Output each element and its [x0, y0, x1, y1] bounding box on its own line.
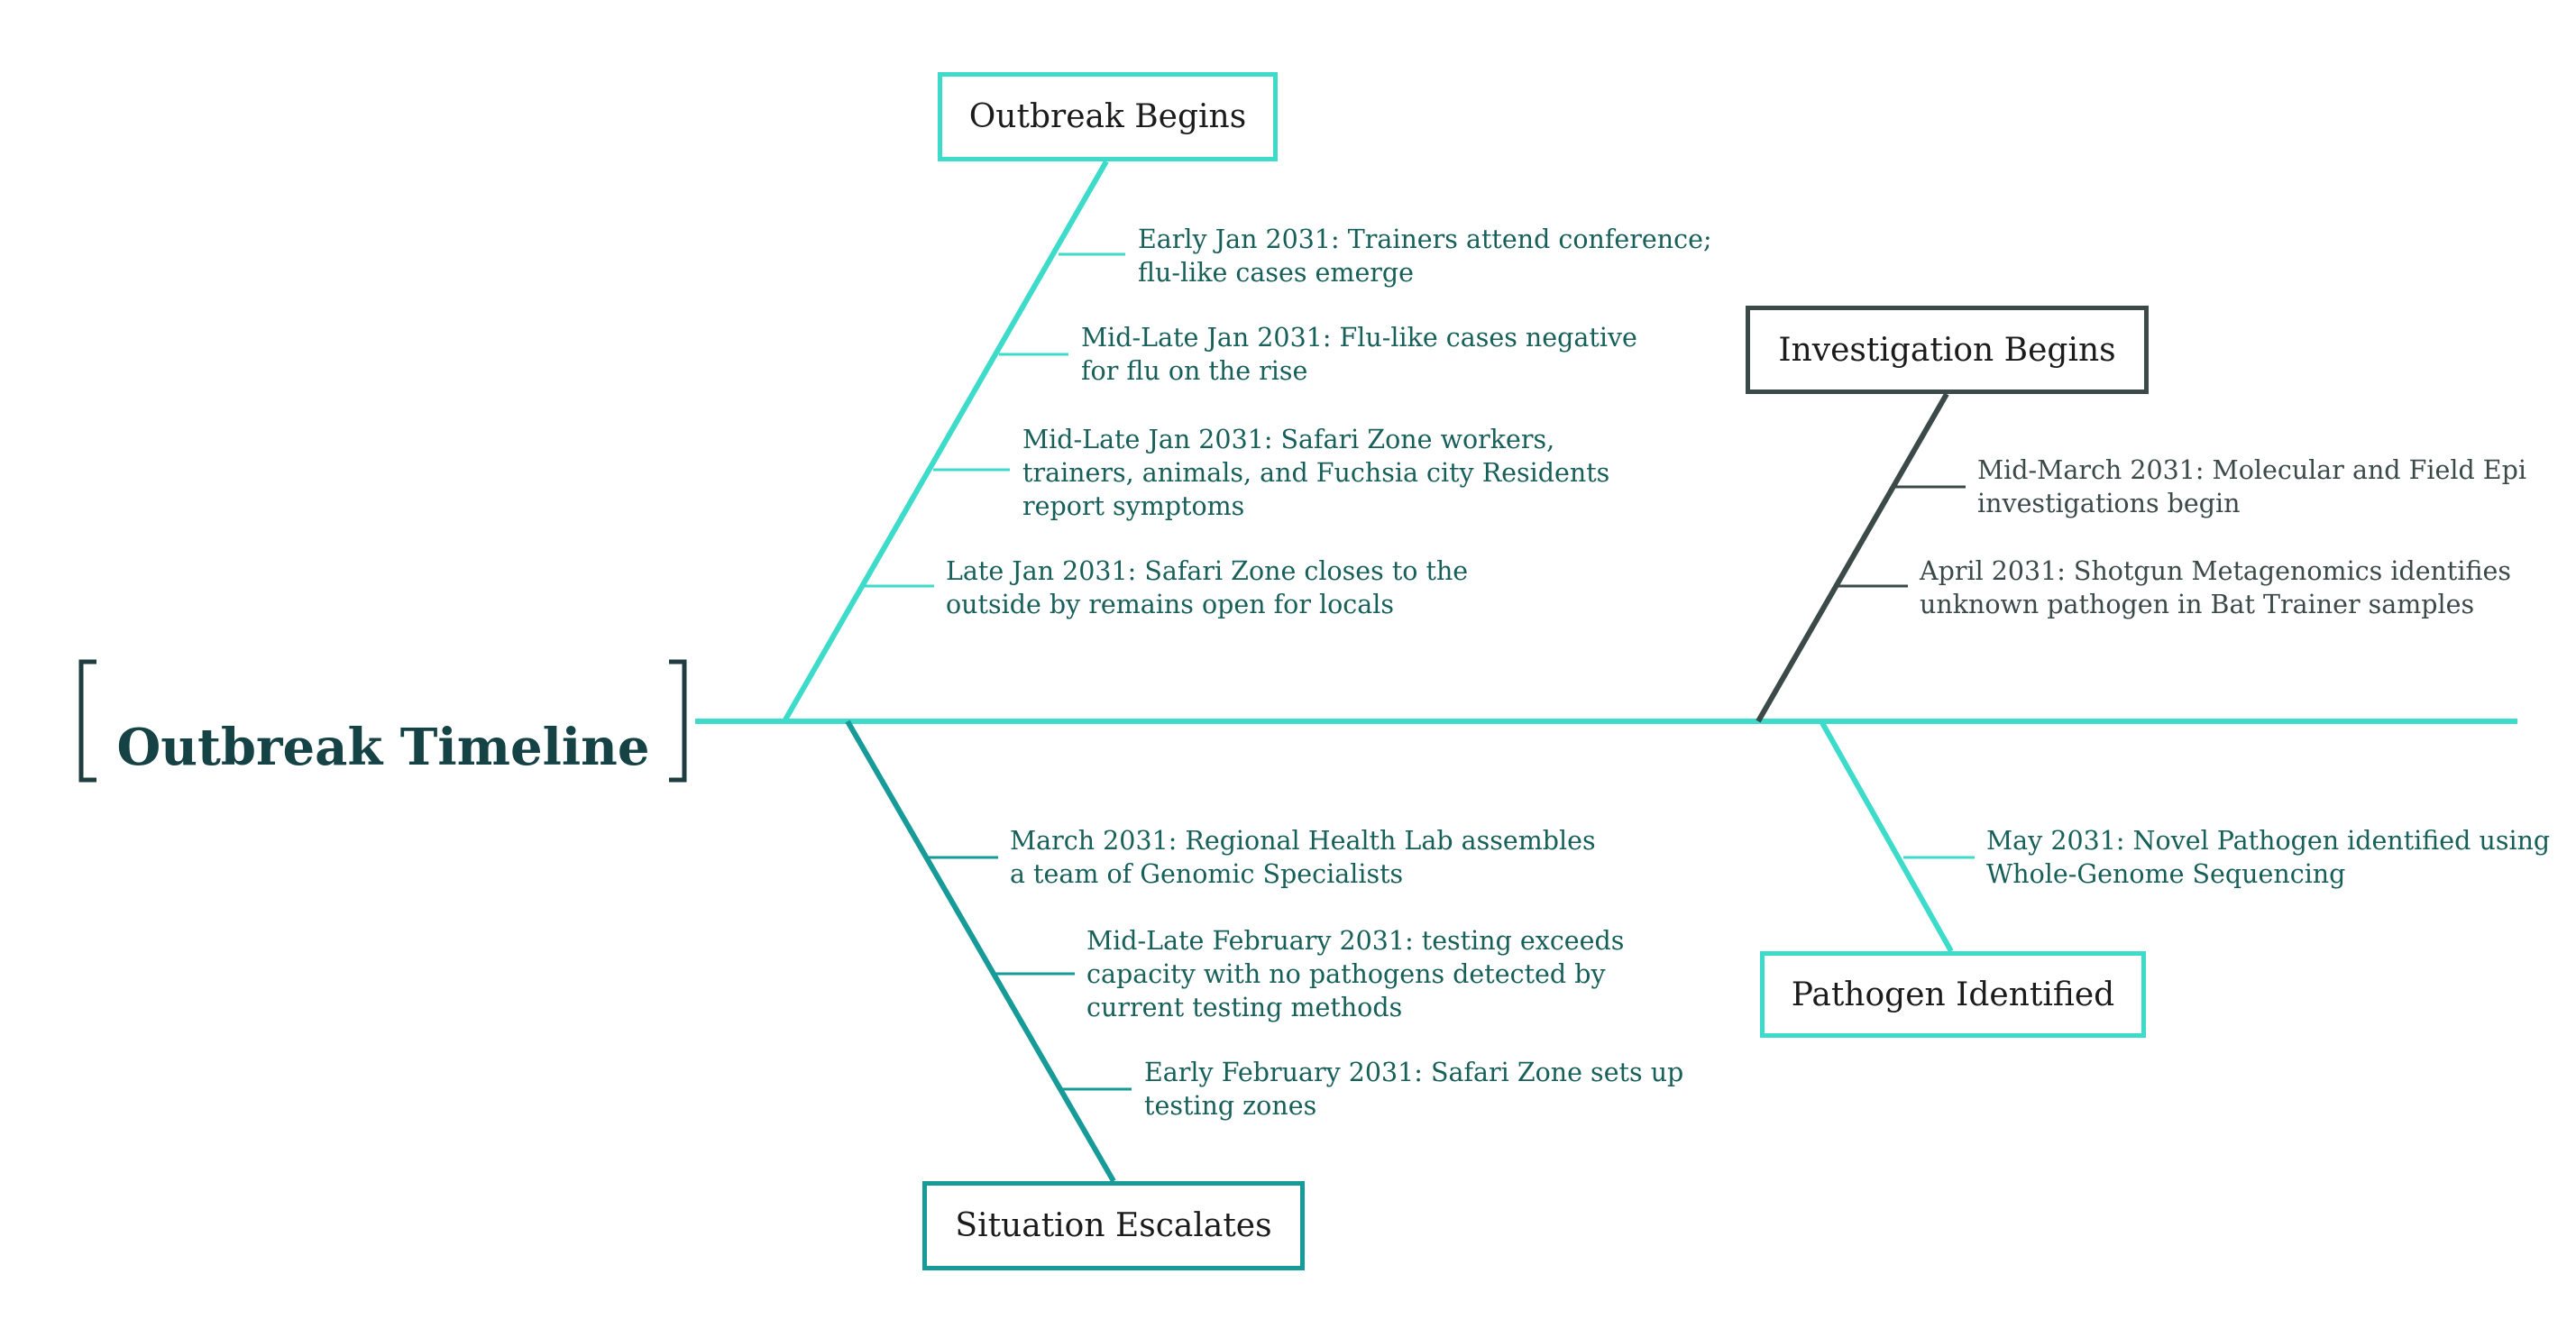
title-bracket-left — [78, 659, 96, 783]
event-note: April 2031: Shotgun Metagenomics identif… — [1920, 556, 2511, 619]
bone-line-4 — [1819, 719, 1954, 953]
bone-line-1 — [782, 160, 1109, 723]
event-note: Late Jan 2031: Safari Zone closes to the… — [946, 556, 1469, 619]
event-note: Mid-Late Jan 2031: Safari Zone workers,t… — [1022, 425, 1610, 521]
category-box-4: Pathogen Identified — [1760, 951, 2146, 1038]
category-box-1: Outbreak Begins — [938, 72, 1278, 161]
diagram-title: Outbreak Timeline — [116, 718, 650, 777]
event-note: Early February 2031: Safari Zone sets up… — [1144, 1058, 1684, 1121]
category-box-3: Investigation Begins — [1746, 306, 2149, 394]
event-note: Mid-Late Jan 2031: Flu-like cases negati… — [1081, 323, 1637, 386]
event-note: May 2031: Novel Pathogen identified usin… — [1986, 826, 2551, 889]
event-note: Early Jan 2031: Trainers attend conferen… — [1138, 225, 1712, 288]
bone-line-2 — [845, 719, 1116, 1183]
event-note: March 2031: Regional Health Lab assemble… — [1010, 826, 1596, 889]
title-bracket-right — [669, 659, 687, 783]
bone-line-3 — [1756, 392, 1949, 723]
category-box-2: Situation Escalates — [922, 1181, 1305, 1270]
